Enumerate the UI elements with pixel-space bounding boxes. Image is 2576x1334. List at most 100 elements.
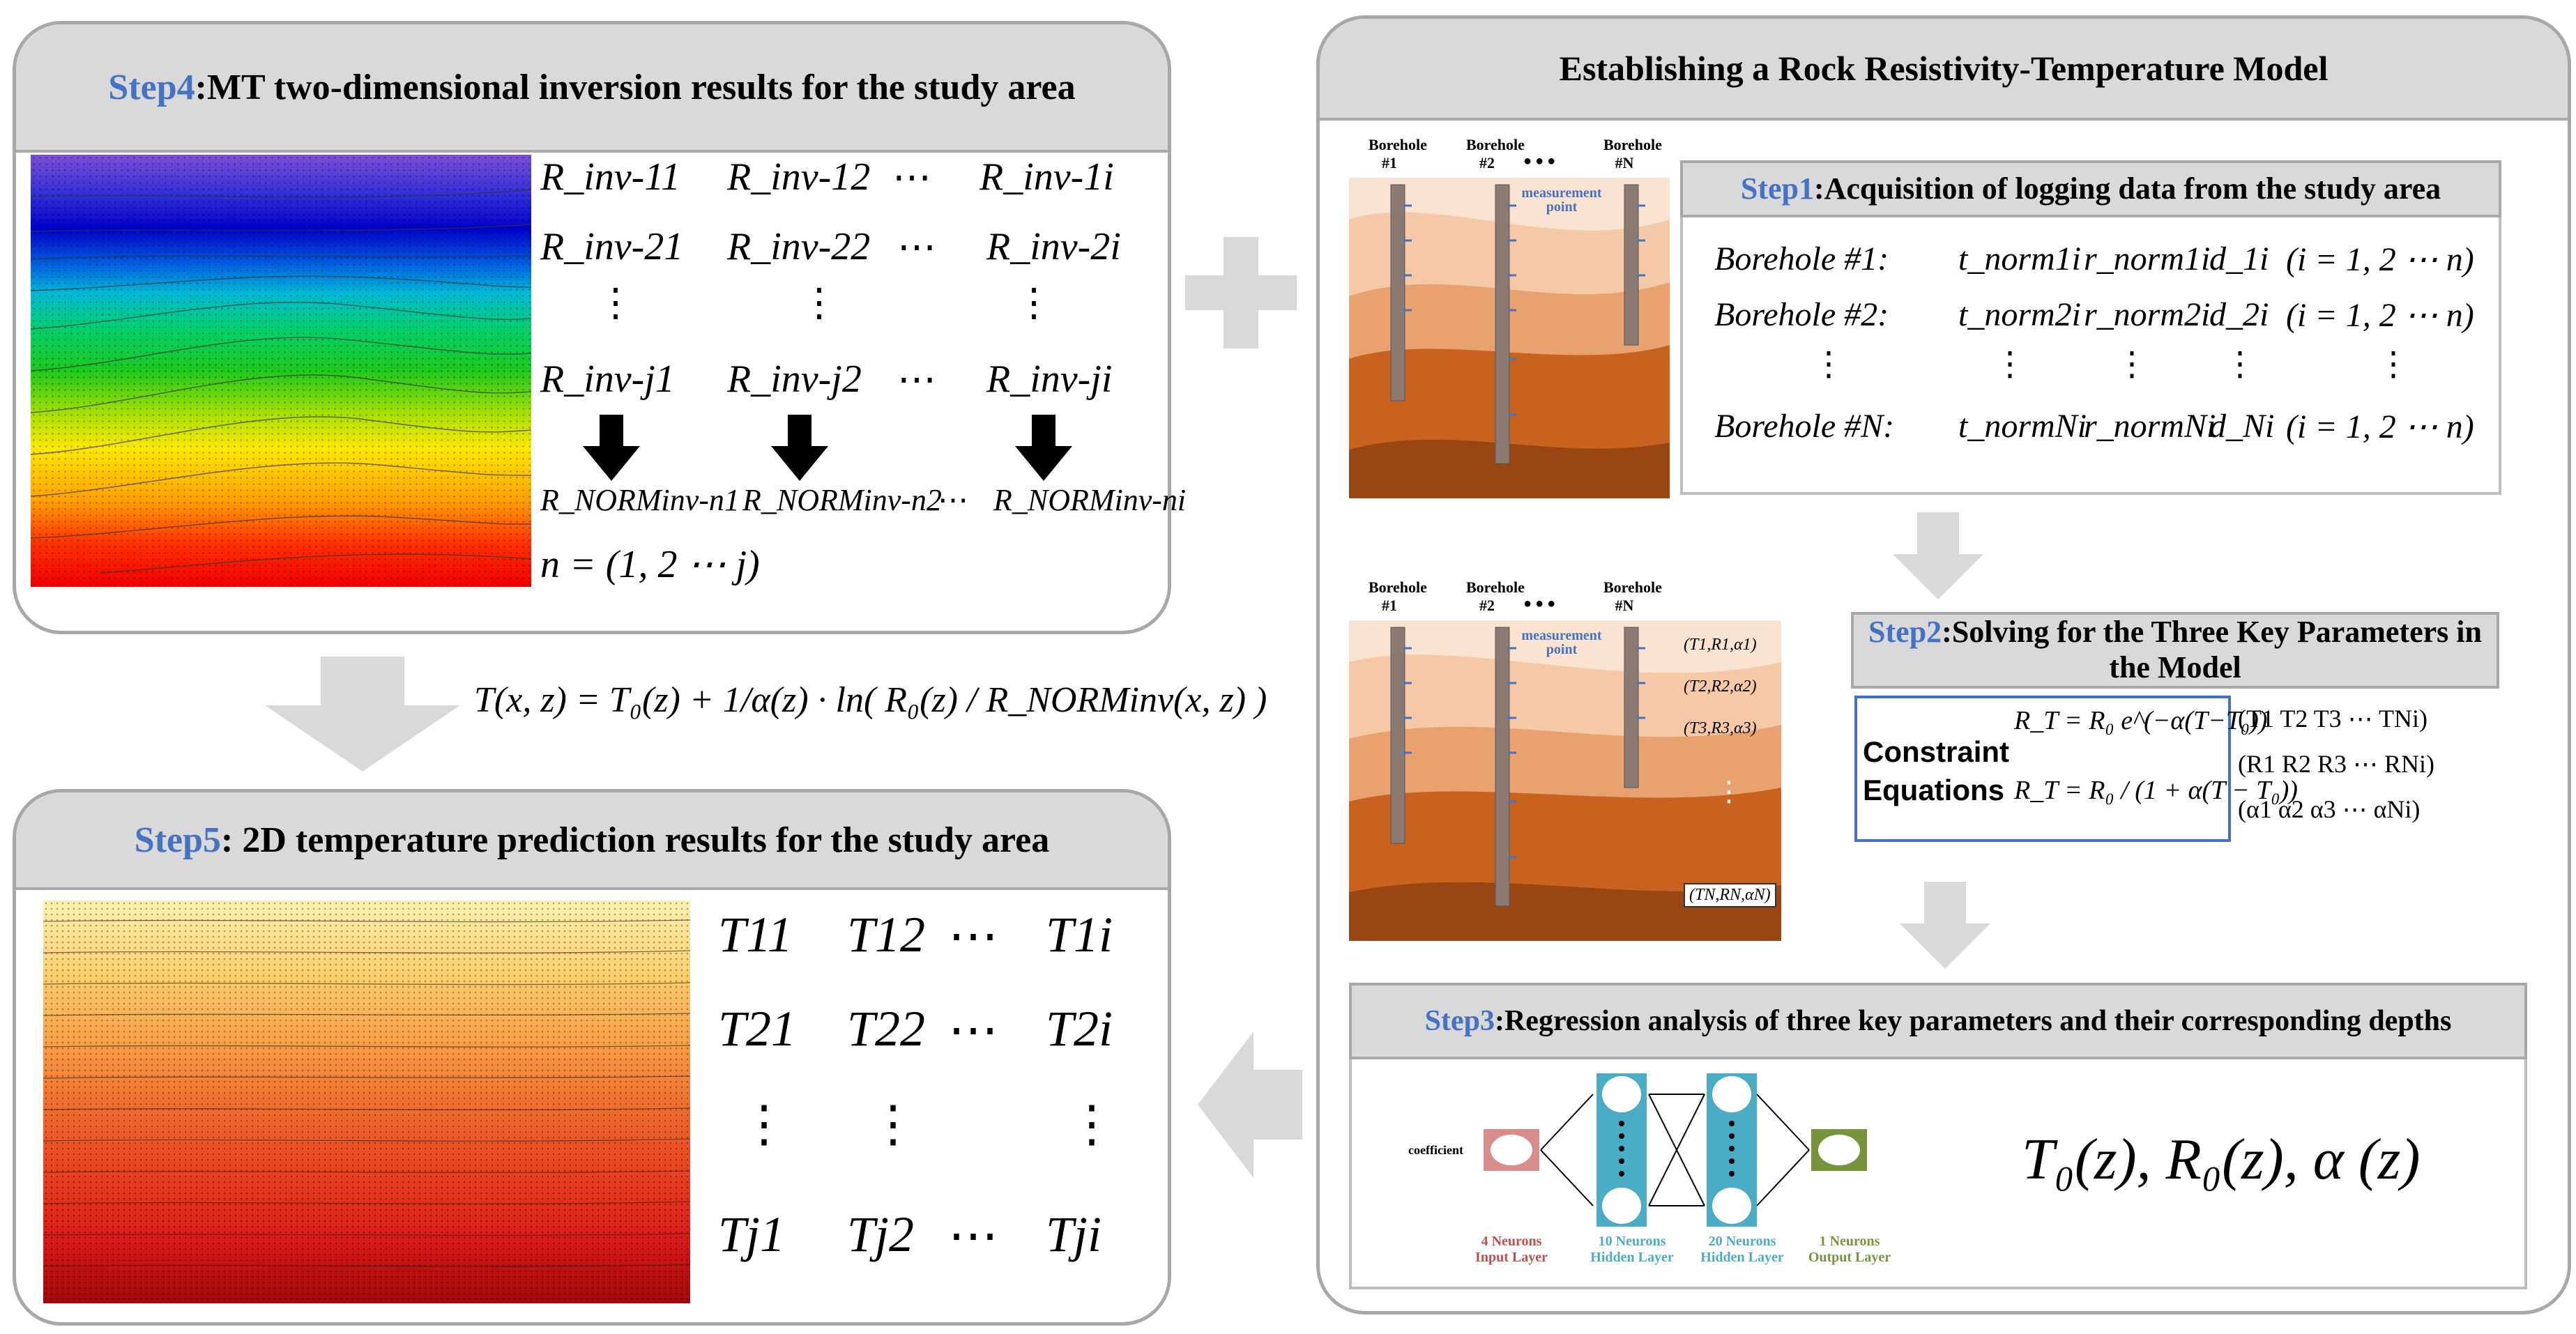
input-layer-n: 4 Neurons bbox=[1481, 1234, 1542, 1249]
bh2-label: Borehole #2: bbox=[1714, 296, 1889, 333]
step1-header: Step1:Acquisition of logging data from t… bbox=[1680, 160, 2501, 217]
step2-label: Step2 bbox=[1868, 615, 1942, 650]
bh1-range: (i = 1, 2 ⋯ n) bbox=[2286, 241, 2474, 278]
bh-vdots-3: ⋮ bbox=[2115, 346, 2149, 383]
r-norm-dots: ⋯ bbox=[938, 483, 968, 517]
step5-label: Step5 bbox=[134, 820, 222, 860]
grey-down-arrow-icon bbox=[1893, 512, 1983, 599]
bh1-t: t_norm1i bbox=[1958, 240, 2082, 277]
hidden-layer-1-name: Hidden Layer bbox=[1590, 1250, 1674, 1265]
input-layer-caption: 4 Neurons Input Layer bbox=[1463, 1234, 1560, 1266]
t-1i: T1i bbox=[1046, 907, 1113, 963]
layer-3-param: (T3,R3,α3) bbox=[1684, 719, 1757, 737]
t-dots-3: ⋯ bbox=[948, 1208, 998, 1264]
step2-title: :Solving for the Three Key Parameters in… bbox=[1942, 615, 2482, 684]
neural-network-diagram bbox=[1484, 1073, 1867, 1227]
bh1-label: Borehole #1: bbox=[1714, 240, 1889, 277]
step5-matrix: T11 T12 ⋯ T1i T21 T22 ⋯ T2i ⋮ ⋮ ⋮ Tj1 Tj… bbox=[718, 906, 1164, 1310]
down-arrow-icon bbox=[1015, 415, 1072, 481]
hidden-layer-2-n: 20 Neurons bbox=[1708, 1234, 1776, 1249]
contour-lines bbox=[30, 189, 532, 574]
step3-label: Step3 bbox=[1424, 1004, 1495, 1037]
borehole-dots: ● ● ● bbox=[1523, 153, 1556, 169]
r-inv-dots-2: ⋯ bbox=[897, 226, 936, 269]
temperature-formula: T(x, z) = T₀(z) + 1/α(z) · ln( R₀(z) / R… bbox=[474, 680, 1267, 720]
input-layer-name: Input Layer bbox=[1475, 1250, 1548, 1265]
constraint-eq-2: R_T = R₀ / (1 + α(T − T₀)) bbox=[2014, 776, 2298, 805]
r-vdots-1: ⋮ bbox=[596, 282, 635, 325]
layer-2-param: (T2,R2,α2) bbox=[1684, 677, 1757, 696]
bhN-r: r_normNi bbox=[2084, 408, 2216, 445]
borehole-2-label: Borehole #2 bbox=[1466, 136, 1525, 171]
step3-header: Step3:Regression analysis of three key p… bbox=[1349, 983, 2527, 1059]
output-layer-name: Output Layer bbox=[1808, 1250, 1891, 1265]
bh2-r: r_norm2i bbox=[2084, 296, 2211, 333]
grey-down-arrow-icon bbox=[1900, 882, 1990, 969]
bhN-label: Borehole #N: bbox=[1714, 408, 1895, 445]
grey-left-arrow-icon bbox=[1198, 1032, 1302, 1178]
measurement-point-label-1: measurement point bbox=[1521, 185, 1602, 215]
step1-title: :Acquisition of logging data from the st… bbox=[1813, 171, 2441, 206]
r-norm-n1: R_NORMinv-n1 bbox=[540, 483, 740, 517]
borehole-n-label-2: Borehole #N bbox=[1603, 578, 1662, 614]
borehole-1-label-2: Borehole #1 bbox=[1369, 578, 1427, 614]
layer-1-param: (T1,R1,α1) bbox=[1684, 636, 1757, 654]
step1-table: Borehole #1: t_norm1i r_norm1i d_1i (i =… bbox=[1714, 240, 2488, 484]
down-arrow-icon bbox=[771, 415, 828, 481]
layer-vdots: ⋮ bbox=[1715, 776, 1743, 807]
t-vdots-2: ⋮ bbox=[868, 1096, 918, 1152]
step3-box: Step3:Regression analysis of three key p… bbox=[1349, 983, 2527, 1289]
r-inv-j2: R_inv-j2 bbox=[727, 358, 862, 401]
t-21: T21 bbox=[718, 1001, 797, 1057]
bh-vdots-1: ⋮ bbox=[1812, 346, 1845, 383]
r-inv-j1: R_inv-j1 bbox=[540, 358, 675, 401]
bh-vdots-4: ⋮ bbox=[2223, 346, 2257, 383]
output-layer-n: 1 Neurons bbox=[1819, 1234, 1880, 1249]
strata-illustration-2 bbox=[1349, 620, 1781, 941]
param-vectors: (T1 T2 T3 ⋯ TNi) (R1 R2 R3 ⋯ RNi) (α1 α2… bbox=[2238, 704, 2503, 843]
regression-result: T₀(z), R₀(z), α (z) bbox=[2022, 1127, 2421, 1192]
t-22: T22 bbox=[847, 1001, 926, 1057]
r-inv-12: R_inv-12 bbox=[727, 155, 871, 199]
step1-label: Step1 bbox=[1740, 171, 1814, 206]
resistivity-inversion-map bbox=[30, 155, 532, 587]
r-inv-dots-3: ⋯ bbox=[897, 358, 936, 401]
bhN-t: t_normNi bbox=[1958, 408, 2087, 445]
t-dots-1: ⋯ bbox=[948, 908, 998, 964]
hidden-layer-1-caption: 10 Neurons Hidden Layer bbox=[1580, 1234, 1684, 1266]
step4-label: Step4 bbox=[108, 67, 195, 107]
bh1-r: r_norm1i bbox=[2084, 240, 2211, 277]
r-inv-1i: R_inv-1i bbox=[980, 155, 1114, 199]
t-vdots-3: ⋮ bbox=[1067, 1096, 1117, 1152]
hidden-layer-2-name: Hidden Layer bbox=[1700, 1250, 1784, 1265]
t-12: T12 bbox=[847, 907, 926, 963]
borehole-diagram-2: Borehole #1 Borehole #2 ● ● ● Borehole #… bbox=[1349, 578, 1781, 941]
r-vector: (R1 R2 R3 ⋯ RNi) bbox=[2238, 750, 2435, 778]
step2-header: Step2:Solving for the Three Key Paramete… bbox=[1851, 612, 2499, 689]
bh-vdots-2: ⋮ bbox=[1993, 346, 2027, 383]
bh1-d: d_1i bbox=[2209, 240, 2269, 277]
t-j1: Tj1 bbox=[718, 1206, 786, 1262]
r-inv-dots-1: ⋯ bbox=[892, 156, 931, 199]
hidden-layer-2-caption: 20 Neurons Hidden Layer bbox=[1690, 1234, 1794, 1266]
borehole-2-label-2: Borehole #2 bbox=[1466, 578, 1525, 614]
down-arrow-icon bbox=[583, 415, 640, 481]
step4-matrix: R_inv-11 R_inv-12 ⋯ R_inv-1i R_inv-21 R_… bbox=[540, 155, 1186, 587]
coefficient-label: coefficient bbox=[1408, 1143, 1463, 1157]
borehole-n-label: Borehole #N bbox=[1603, 136, 1662, 171]
r-vdots-2: ⋮ bbox=[800, 282, 839, 325]
bhN-d: d_Ni bbox=[2209, 408, 2275, 445]
step4-title: :MT two-dimensional inversion results fo… bbox=[195, 67, 1076, 107]
bh2-range: (i = 1, 2 ⋯ n) bbox=[2286, 297, 2474, 334]
t-11: T11 bbox=[718, 907, 793, 963]
r-vdots-3: ⋮ bbox=[1014, 282, 1053, 325]
layer-params: (T1,R1,α1) (T2,R2,α2) (T3,R3,α3) ⋮ (TN,R… bbox=[1684, 636, 1781, 928]
t-vdots-1: ⋮ bbox=[739, 1096, 789, 1152]
constraint-box: Constraint Equations R_T = R₀ e^(−α(T−T₀… bbox=[1854, 696, 2298, 842]
r-inv-22: R_inv-22 bbox=[727, 225, 871, 268]
borehole-dots-2: ● ● ● bbox=[1523, 596, 1556, 611]
step1-box: Step1:Acquisition of logging data from t… bbox=[1680, 160, 2501, 495]
bhN-range: (i = 1, 2 ⋯ n) bbox=[2286, 408, 2474, 445]
r-inv-11: R_inv-11 bbox=[540, 155, 681, 199]
bh2-t: t_norm2i bbox=[1958, 296, 2082, 333]
